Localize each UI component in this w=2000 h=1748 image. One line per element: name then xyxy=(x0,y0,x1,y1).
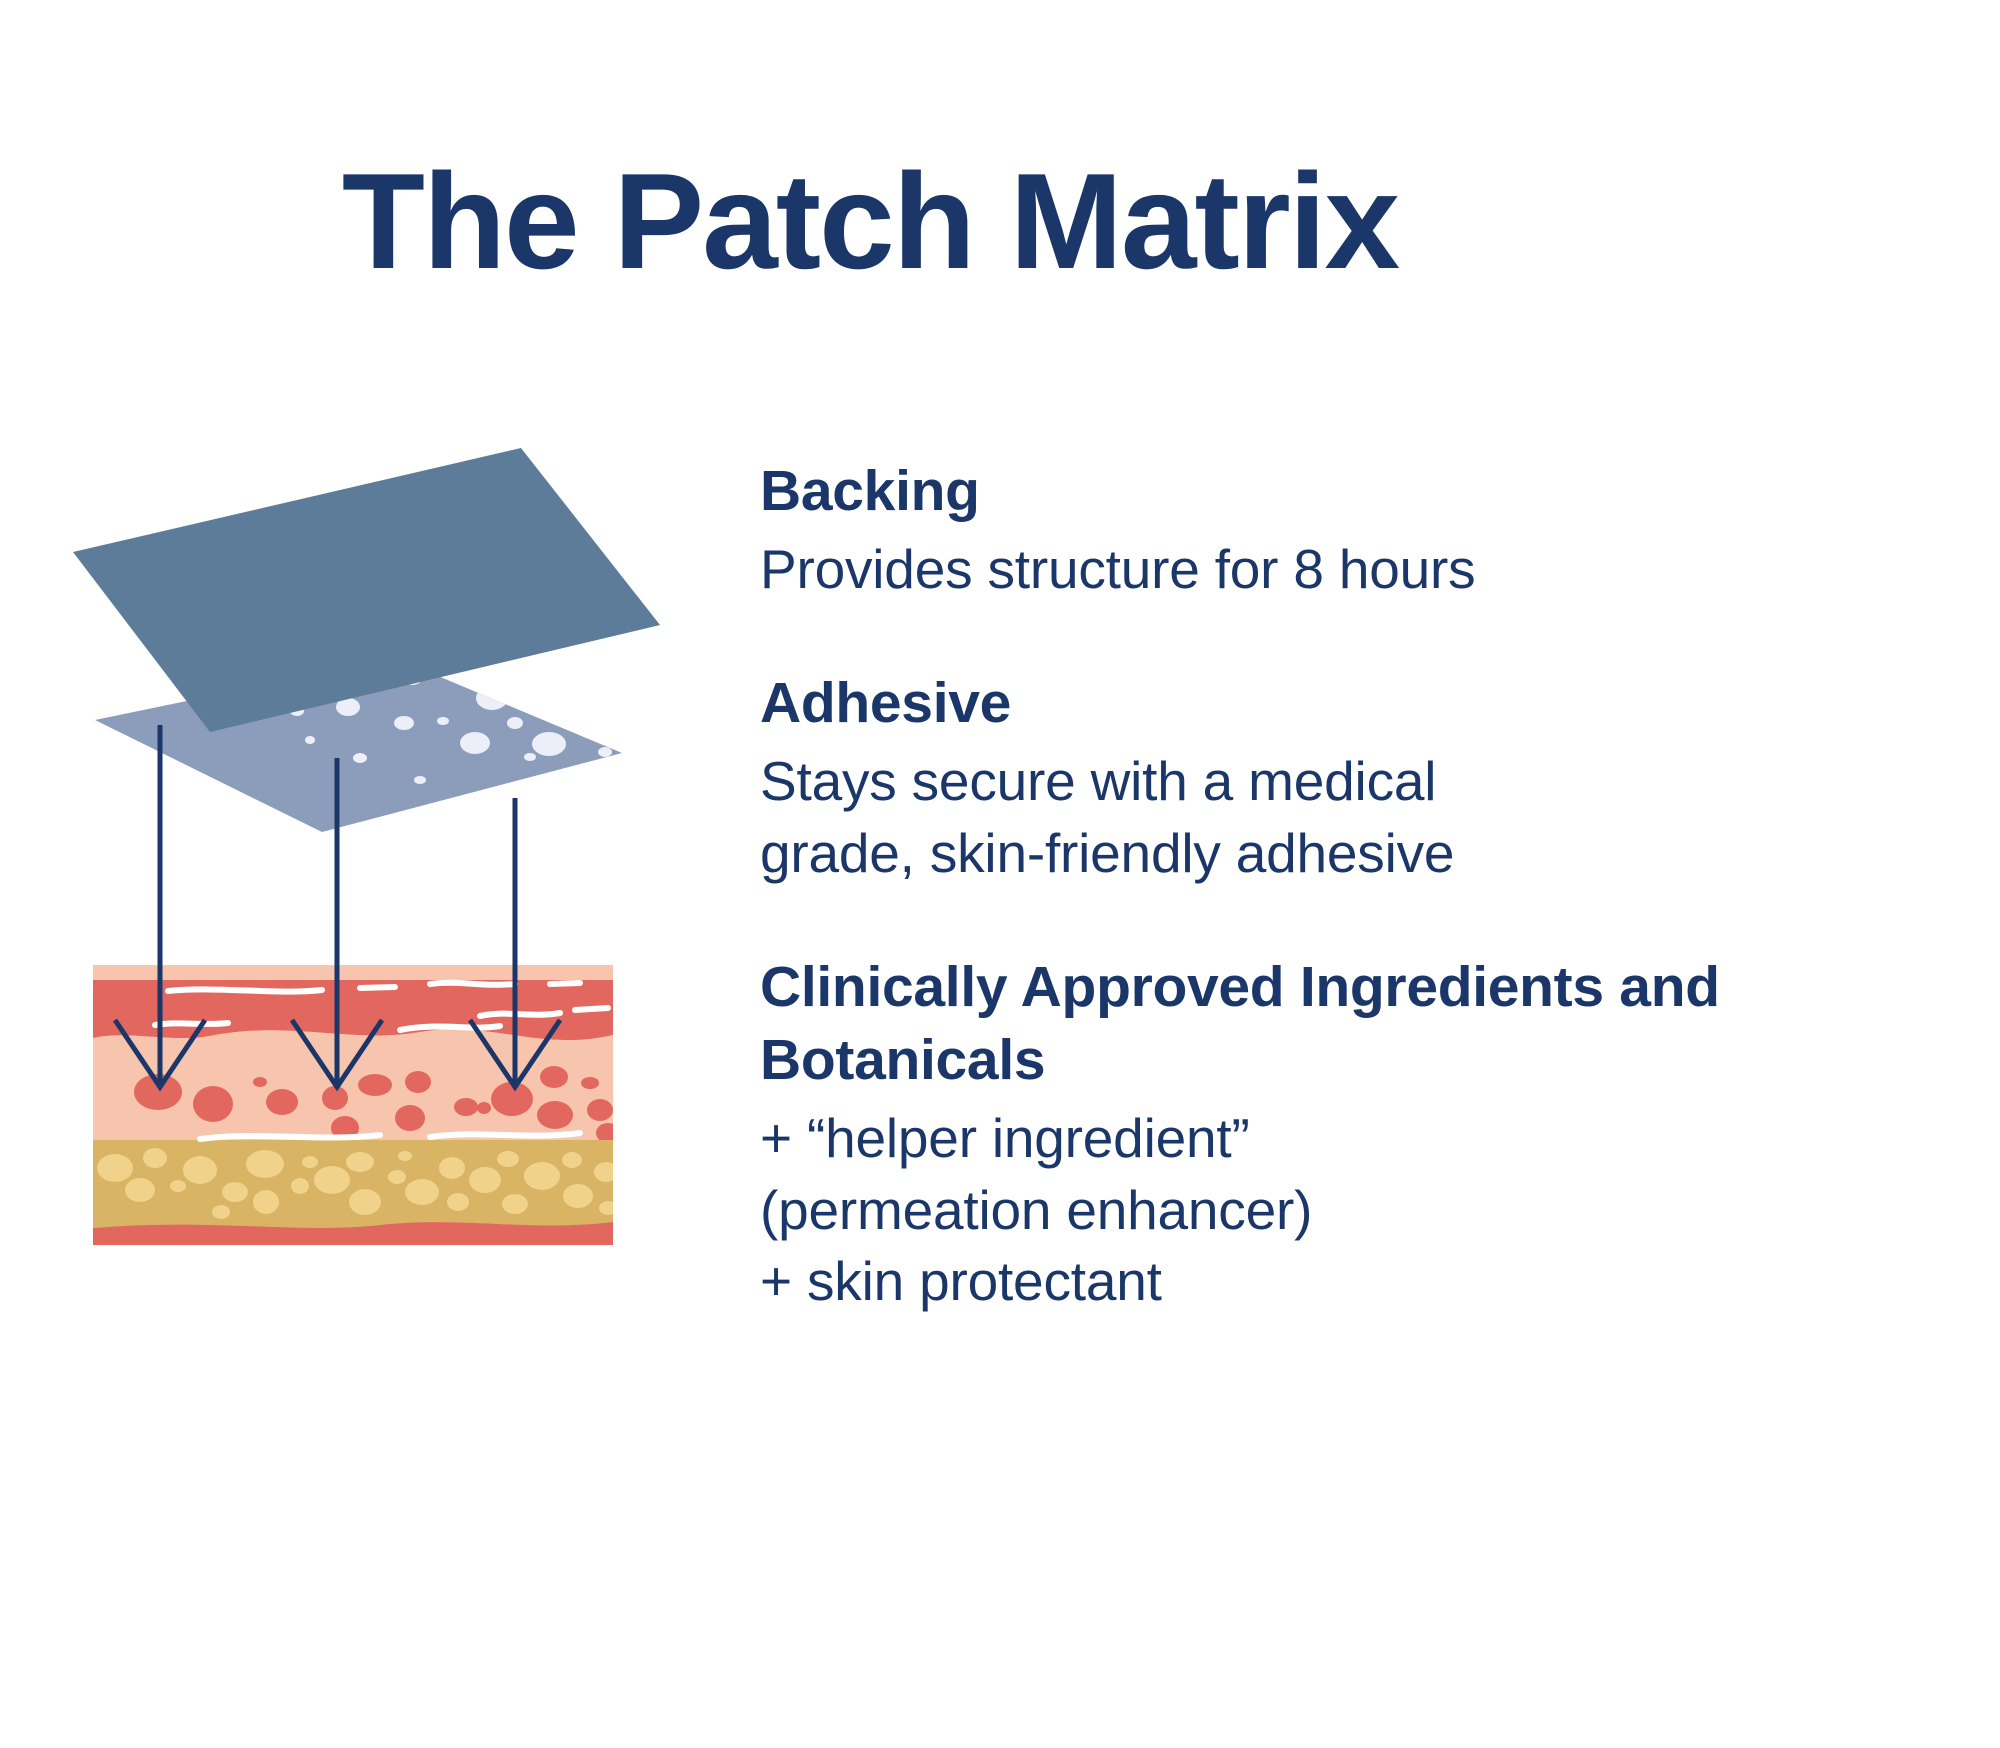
section-backing-body: Provides structure for 8 hours xyxy=(760,534,1800,606)
section-ingredients: Clinically Approved Ingredients and Bota… xyxy=(760,951,1800,1317)
section-ingredients-line-1: + “helper ingredient” xyxy=(760,1107,1250,1170)
page-title: The Patch Matrix xyxy=(341,145,1400,297)
section-adhesive-line-1: Stays secure with a medical xyxy=(760,750,1437,813)
section-ingredients-body: + “helper ingredient” (permeation enhanc… xyxy=(760,1103,1800,1318)
section-ingredients-heading-line-2: Ingredients and Botanicals xyxy=(760,955,1720,1093)
dermal-cells xyxy=(134,1066,613,1143)
fat-cells xyxy=(97,1148,613,1219)
patch-layers-illustration xyxy=(60,380,660,1490)
section-backing-heading: Backing xyxy=(760,459,980,523)
penetration-arrows xyxy=(112,725,563,1092)
section-backing-line-1: Provides structure for 8 hours xyxy=(760,537,1476,600)
section-ingredients-line-3: + skin protectant xyxy=(760,1250,1162,1313)
penetration-arrow-2 xyxy=(289,758,385,1092)
section-ingredients-heading-line-1: Clinically Approved xyxy=(760,955,1285,1020)
penetration-arrow-1 xyxy=(112,725,208,1092)
section-adhesive-line-2: grade, skin-friendly adhesive xyxy=(760,821,1455,884)
section-adhesive: Adhesive Stays secure with a medical gra… xyxy=(760,667,1800,889)
backing-layer-shape xyxy=(73,448,660,732)
penetration-arrow-3 xyxy=(467,798,563,1092)
skin-cross-section xyxy=(93,965,613,1245)
skin-highlights xyxy=(152,979,611,1142)
section-adhesive-heading: Adhesive xyxy=(760,671,1012,736)
section-adhesive-body: Stays secure with a medical grade, skin-… xyxy=(760,746,1800,889)
section-ingredients-heading: Clinically Approved Ingredients and Bota… xyxy=(760,951,1800,1097)
sections-column: Backing Provides structure for 8 hours A… xyxy=(760,455,1800,1318)
section-ingredients-line-2: (permeation enhancer) xyxy=(760,1178,1313,1241)
section-backing: Backing Provides structure for 8 hours xyxy=(760,455,1800,605)
